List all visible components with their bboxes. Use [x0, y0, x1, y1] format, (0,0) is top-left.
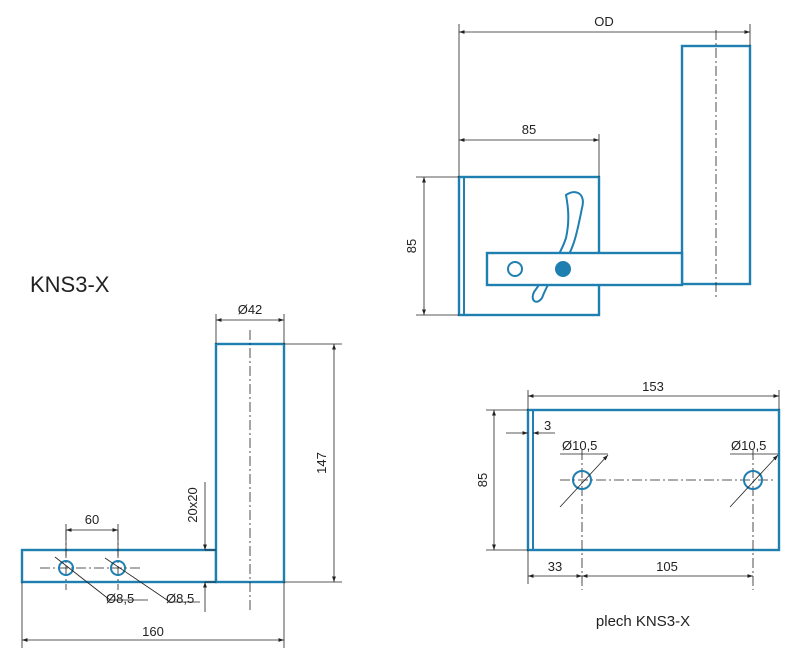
- dim-hole-right: Ø8,5: [166, 591, 194, 606]
- dim-bar-section: 20x20: [185, 487, 200, 522]
- dim-plate-width: 85: [522, 122, 536, 137]
- curved-slot: [531, 191, 584, 303]
- plate-caption: plech KNS3-X: [596, 613, 690, 630]
- dim-offset-left: 33: [548, 559, 562, 574]
- dim-plate-hole-spacing: 105: [656, 559, 678, 574]
- dim-hole-spacing: 60: [85, 512, 99, 527]
- dim-total-length: 160: [142, 624, 164, 639]
- dim-outer: OD: [594, 14, 614, 29]
- dim-plate-height: 85: [404, 239, 419, 253]
- dim-edge: 3: [544, 418, 551, 433]
- hole-right: [110, 560, 126, 576]
- top-view: OD 85 85: [404, 14, 752, 317]
- drawing-title: KNS3-X: [30, 272, 110, 297]
- top-plate: [457, 175, 601, 317]
- horizontal-bar: [20, 548, 218, 584]
- dim-plate-total: 153: [642, 379, 664, 394]
- top-bar: [485, 251, 684, 287]
- plate-view: 153 3 85 Ø10,5 Ø10,5 33 105: [475, 379, 781, 590]
- dim-plate-vertical: 85: [475, 473, 490, 487]
- top-bar-hole-open: [507, 261, 523, 277]
- dim-hole-left: Ø8,5: [106, 591, 134, 606]
- hole-left: [58, 560, 74, 576]
- dim-diameter-top: Ø42: [238, 302, 263, 317]
- dim-height: 147: [314, 452, 329, 474]
- plate-hole-right: [743, 470, 763, 490]
- dim-plate-hole-left: Ø10,5: [562, 438, 597, 453]
- plate-hole-left: [572, 470, 592, 490]
- front-view: Ø42 147 20x20 60 Ø8,5 Ø8,5 160: [20, 302, 342, 648]
- top-bar-hole-filled: [555, 261, 571, 277]
- dim-plate-hole-right: Ø10,5: [731, 438, 766, 453]
